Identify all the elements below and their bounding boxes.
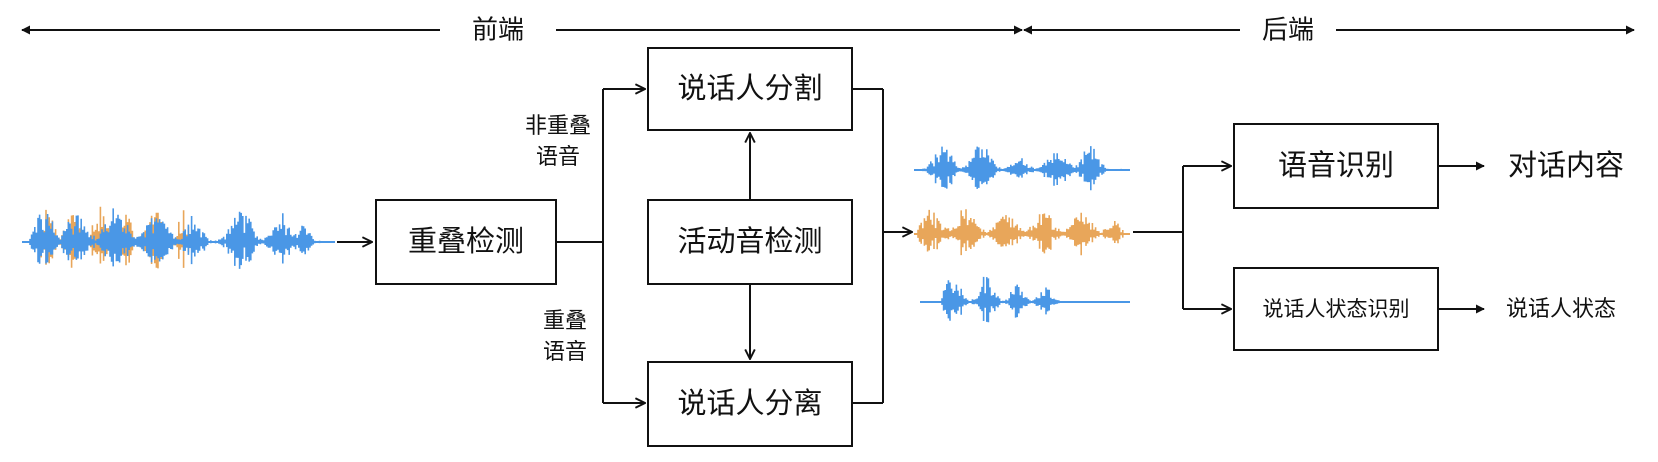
merge-connectors xyxy=(852,88,912,404)
separated-waveforms xyxy=(914,146,1130,323)
speech-recognition-box: 语音识别 xyxy=(1233,123,1439,209)
non-overlap-speech-label-line2: 语音 xyxy=(536,145,580,170)
mixed-input-waveform xyxy=(22,206,335,269)
speaker-separation-box: 说话人分离 xyxy=(647,361,853,447)
speaker-state-recognition-box: 说话人状态识别 xyxy=(1233,267,1439,351)
speaker-diarization-box: 说话人分割 xyxy=(647,47,853,131)
speaker-separation-label: 说话人分离 xyxy=(677,386,822,420)
speaker-state-output: 说话人状态 xyxy=(1506,297,1616,322)
speech-recognition-label: 语音识别 xyxy=(1278,148,1394,182)
overlap-detection-label: 重叠检测 xyxy=(408,224,524,258)
overlap-branch-connectors xyxy=(556,89,645,403)
voice-activity-detection-label: 活动音检测 xyxy=(677,224,822,258)
overlap-speech-label-line1: 重叠 xyxy=(543,309,587,334)
non-overlap-speech-label-line1: 非重叠 xyxy=(525,114,591,139)
separated-waveform-speaker-1 xyxy=(917,146,1129,191)
back-end-label: 后端 xyxy=(1262,16,1314,46)
back-end-branch-connectors xyxy=(1133,166,1231,309)
overlap-speech-label-line2: 语音 xyxy=(543,340,587,365)
front-end-label: 前端 xyxy=(472,16,524,46)
voice-activity-detection-box: 活动音检测 xyxy=(647,199,853,285)
speaker-state-recognition-label: 说话人状态识别 xyxy=(1263,297,1410,321)
speaker-diarization-label: 说话人分割 xyxy=(677,71,822,105)
overlap-detection-box: 重叠检测 xyxy=(375,199,557,285)
separated-waveform-speaker-3 xyxy=(941,276,1081,323)
separated-waveform-speaker-2 xyxy=(917,209,1129,256)
dialogue-content-output: 对话内容 xyxy=(1508,148,1624,182)
input-waveform-speaker-blue xyxy=(29,208,321,269)
